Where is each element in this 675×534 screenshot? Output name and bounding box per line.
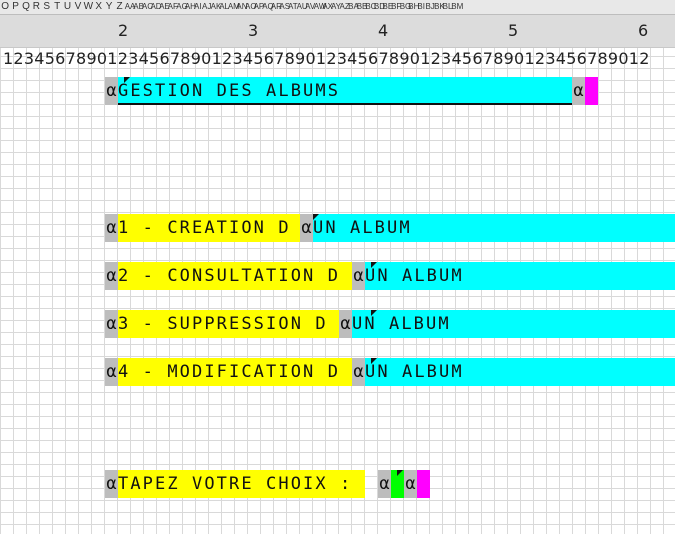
choice-prompt-label: TAPEZ VOTRE CHOIX :: [118, 470, 365, 498]
attribute-byte: α: [352, 358, 365, 386]
attribute-byte: α: [105, 214, 118, 242]
column-letter: BJ: [425, 2, 435, 11]
end-field-marker: [417, 470, 430, 498]
column-letter: T: [54, 1, 61, 12]
column-letter: AS: [279, 2, 291, 11]
attribute-byte: α: [404, 470, 417, 498]
column-letter: U: [63, 1, 72, 12]
column-letter: BE: [382, 2, 394, 11]
column-letter: AN: [236, 2, 248, 11]
column-letter: BK: [434, 2, 445, 11]
field-start-marker: [313, 214, 319, 220]
column-letter: O: [1, 1, 10, 12]
column-letter: AK: [210, 2, 222, 11]
attribute-byte: α: [300, 214, 313, 242]
column-letter: AA: [124, 2, 136, 11]
column-letter: BL: [442, 2, 453, 11]
column-letter: Y: [105, 1, 113, 12]
menu-option-1-field[interactable]: UN ALBUM: [313, 214, 675, 242]
column-letter: AL: [219, 2, 230, 11]
column-letter: AY: [330, 2, 342, 11]
column-letter: BG: [399, 2, 412, 11]
column-letter: AG: [176, 2, 188, 11]
ruler-major-label: 6: [638, 21, 649, 40]
column-letter: AV: [305, 2, 316, 11]
column-letter: AO: [245, 2, 257, 11]
screen-title: GESTION DES ALBUMS: [118, 81, 341, 101]
attribute-byte: α: [378, 470, 391, 498]
column-letter: BA: [348, 2, 359, 11]
column-letter: Z: [116, 1, 123, 12]
field-start-marker: [371, 310, 377, 316]
column-letter: BB: [356, 2, 368, 11]
column-letter: AT: [287, 2, 298, 11]
column-letter: S: [43, 1, 51, 12]
end-field-marker: [585, 77, 598, 105]
column-letter: AQ: [262, 2, 274, 11]
field-start-marker: [397, 470, 403, 476]
column-letter: BF: [391, 2, 402, 11]
column-letter: AR: [270, 2, 282, 11]
attribute-byte: α: [352, 262, 365, 290]
column-letter: R: [32, 1, 40, 12]
column-letter: Q: [22, 1, 30, 12]
screen-title-field[interactable]: GESTION DES ALBUMS: [118, 77, 572, 105]
column-letter: AM: [227, 2, 240, 11]
ruler-major-label: 4: [378, 21, 389, 40]
column-letter: AW: [313, 2, 327, 11]
menu-option-2-field[interactable]: UN ALBUM: [365, 262, 675, 290]
attribute-byte: α: [105, 358, 118, 386]
column-letter: AU: [296, 2, 308, 11]
attribute-byte: α: [105, 77, 118, 105]
field-start-marker: [371, 358, 377, 364]
menu-option-2-label: 2 - CONSULTATION D: [118, 262, 352, 290]
menu-option-4-field[interactable]: UN ALBUM: [365, 358, 675, 386]
ruler: 2 3 4 5 6: [0, 15, 675, 48]
field-start-marker: [371, 262, 377, 268]
ruler-major-label: 5: [508, 21, 519, 40]
column-letter: AI: [193, 2, 202, 11]
column-letter: X: [95, 1, 103, 12]
column-letter: AC: [141, 2, 153, 11]
menu-option-3-label: 3 - SUPPRESSION D: [118, 310, 339, 338]
column-letter: AH: [184, 2, 196, 11]
column-letter: AP: [253, 2, 265, 11]
column-letter: BC: [365, 2, 377, 11]
attribute-byte: α: [572, 77, 585, 105]
attribute-byte: α: [339, 310, 352, 338]
column-letter: BH: [408, 2, 420, 11]
choice-input[interactable]: [391, 470, 404, 498]
column-letter: AJ: [202, 2, 212, 11]
column-letter: AB: [133, 2, 144, 11]
column-letter: AE: [159, 2, 170, 11]
column-letter: BD: [373, 2, 386, 11]
column-letter: AD: [150, 2, 162, 11]
column-letter: AF: [167, 2, 178, 11]
column-letter: V: [74, 1, 82, 12]
menu-option-1-label: 1 - CREATION D: [118, 214, 300, 242]
attribute-byte: α: [105, 310, 118, 338]
field-start-marker: [124, 77, 130, 83]
menu-option-4-label: 4 - MODIFICATION D: [118, 358, 352, 386]
ruler-major-label: 2: [118, 21, 129, 40]
column-letter: BI: [417, 2, 425, 11]
column-letter: W: [83, 1, 94, 12]
column-letter: P: [12, 1, 19, 12]
column-letter: BM: [451, 2, 464, 11]
menu-option-3-field[interactable]: UN ALBUM: [352, 310, 675, 338]
column-letter: AX: [322, 2, 334, 11]
ruler-major-label: 3: [248, 21, 259, 40]
attribute-byte: α: [105, 470, 118, 498]
attribute-byte: α: [105, 262, 118, 290]
ruler-digits: 1234567890123456789012345678901234567890…: [3, 49, 650, 68]
column-letter: AZ: [339, 2, 350, 11]
